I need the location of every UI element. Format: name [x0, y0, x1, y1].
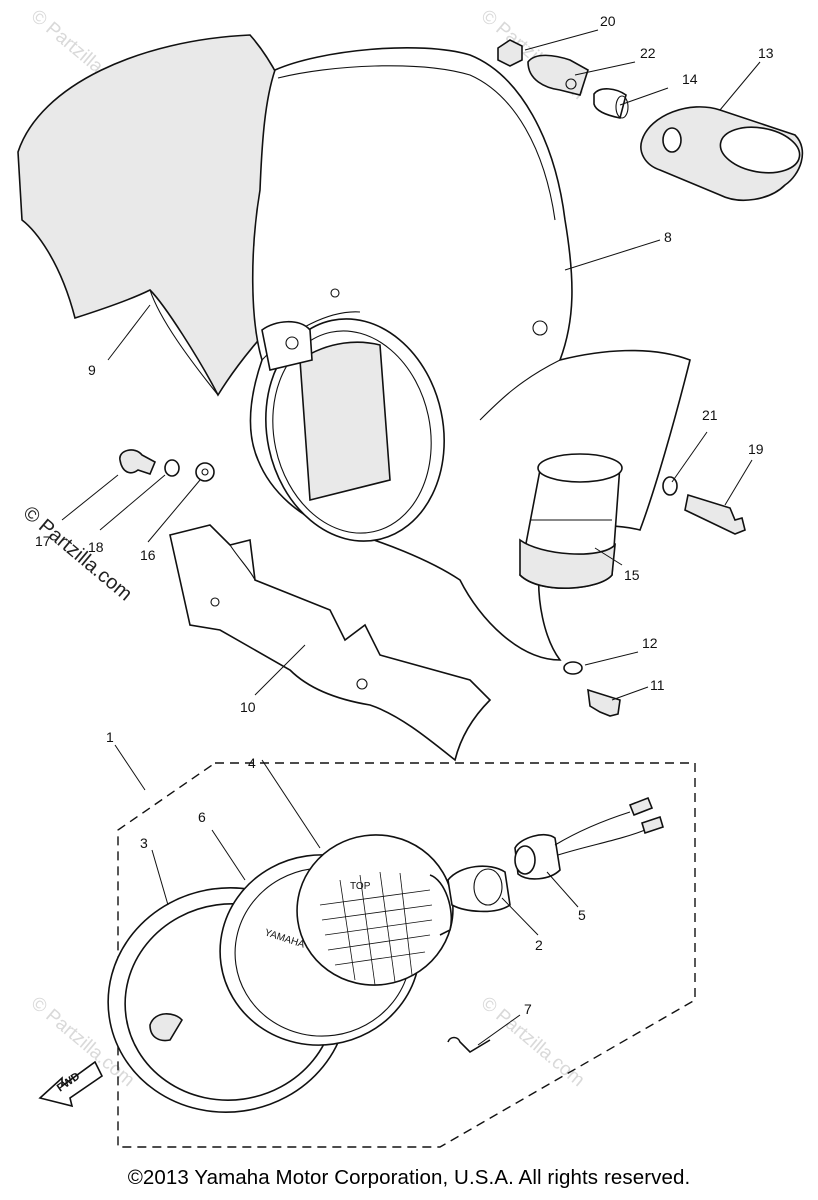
hardware-21-19 — [662, 476, 746, 535]
assembly-outline-part-1 — [117, 762, 696, 1148]
watermark-side: © Partzilla.com — [19, 502, 136, 605]
label-part-13: 13 — [758, 45, 774, 61]
label-part-17: 17 — [35, 533, 51, 549]
label-part-9: 9 — [88, 362, 96, 378]
bracket-part-13 — [640, 106, 804, 201]
watermark-5: © Partzilla.com — [477, 993, 589, 1091]
label-part-1: 1 — [106, 729, 114, 745]
hardware-12-11 — [563, 661, 621, 717]
label-part-20: 20 — [600, 13, 616, 29]
label-part-6: 6 — [198, 809, 206, 825]
label-part-4: 4 — [248, 755, 256, 771]
lens-top-text: TOP — [350, 881, 371, 892]
label-part-21: 21 — [702, 407, 718, 423]
part-labels: 20 22 14 13 8 9 21 19 15 12 11 10 17 18 … — [35, 13, 774, 1017]
label-part-10: 10 — [240, 699, 256, 715]
label-part-5: 5 — [578, 907, 586, 923]
cover-plate-part-10 — [169, 524, 492, 762]
fwd-arrow: FWD — [38, 1060, 104, 1108]
label-part-15: 15 — [624, 567, 640, 583]
label-part-11: 11 — [650, 677, 665, 693]
label-part-18: 18 — [88, 539, 104, 555]
label-part-12: 12 — [642, 635, 658, 651]
grommet-part-15 — [519, 453, 623, 589]
label-part-14: 14 — [682, 71, 698, 87]
label-part-2: 2 — [535, 937, 543, 953]
label-part-3: 3 — [140, 835, 148, 851]
label-part-7: 7 — [524, 1001, 532, 1017]
copyright-notice: ©2013 Yamaha Motor Corporation, U.S.A. A… — [127, 1166, 691, 1189]
socket-part-5 — [514, 796, 664, 880]
label-part-16: 16 — [140, 547, 156, 563]
clip-part-7 — [447, 1036, 491, 1054]
leader-lines — [61, 29, 761, 1046]
diagram-canvas: © Partzilla.com © Partzilla.com © Partzi… — [17, 6, 804, 1148]
hardware-20-22-14 — [497, 39, 629, 119]
label-part-8: 8 — [664, 229, 672, 245]
hardware-17-18-16 — [119, 449, 215, 482]
label-part-22: 22 — [640, 45, 656, 61]
label-part-19: 19 — [748, 441, 764, 457]
bulb-part-2 — [447, 865, 511, 913]
lens-part-4: TOP — [296, 834, 454, 986]
